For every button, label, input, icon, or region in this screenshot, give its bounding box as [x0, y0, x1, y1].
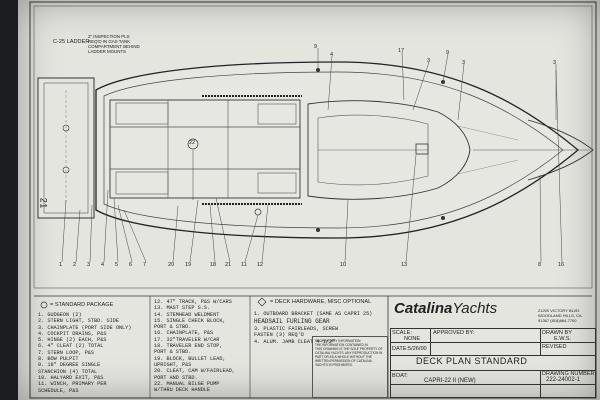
callout-b13: 13	[401, 262, 408, 268]
legend-standard: = STANDARD PACKAGE	[50, 302, 114, 308]
parts-1-1: 1. GUDGEON (2)	[38, 312, 82, 318]
parts-1-4: 4. COCKPIT DRAINS, P&S	[38, 330, 107, 337]
parts-2-14: 22. MANUAL BILGE PUMP	[154, 380, 220, 387]
parts-3-2: HEADSAIL FURLING GEAR	[254, 318, 330, 325]
callout-b6: 6	[129, 262, 133, 268]
scale-label: SCALE:	[392, 330, 412, 336]
parts-2-11: UPRIGHT, P&S	[154, 361, 192, 368]
callout-leaders	[61, 48, 563, 263]
parts-2-6: 16. CHAINPLATE, P&S	[154, 330, 214, 337]
parts-1-2: 2. STERN LIGHT, STBD. SIDE	[38, 318, 119, 325]
parts-2-12: 20. CLEAT, CAM W/FAIRLEAD,	[154, 368, 235, 375]
callout-3c: 3	[553, 60, 557, 66]
drawing-title: DECK PLAN STANDARD	[416, 356, 528, 366]
callout-b11: 11	[241, 262, 247, 268]
parts-2-3: 14. STEMHEAD WELDMENT	[154, 311, 220, 318]
callout-b5: 5	[115, 262, 119, 268]
approved-label: APPROVED BY:	[433, 330, 475, 336]
parts-1-11: 10. HALYARD EXIT, P&S	[38, 374, 104, 381]
callout-b4: 4	[101, 262, 105, 268]
callout-b19: 19	[185, 262, 192, 268]
parts-3-4: FASTEN (3) REQ'D	[254, 332, 304, 339]
callout-b7: 7	[143, 262, 147, 268]
bow-pulpit	[527, 119, 594, 181]
platform-inner	[43, 82, 89, 214]
callout-3b: 3	[462, 60, 466, 66]
parts-list-3: 1. OUTBOARD BRACKET (SAME AS CAPRI 25) H…	[254, 311, 372, 345]
callout-4: 4	[330, 52, 334, 58]
parts-1-13: SCHEDULE, P&S	[38, 387, 79, 394]
drawn-label: DRAWN BY	[542, 330, 572, 336]
brand-name: Catalina	[394, 300, 453, 317]
callout-9a: 9	[314, 44, 318, 50]
boat-label: BOAT:	[392, 373, 408, 379]
callout-b1: 1	[59, 262, 63, 268]
cabin-top	[307, 100, 471, 200]
sheet-number: 21	[38, 197, 49, 209]
drawn-value: E.W.S.	[554, 336, 572, 342]
parts-2-13: PORT AND STBD.	[154, 374, 198, 381]
scale-value: NONE	[404, 336, 421, 342]
revised-label: REVISED	[542, 344, 567, 350]
callout-b10: 10	[340, 262, 347, 268]
parts-3-3: 3. PLASTIC FAIRLEADS, SCREW	[254, 326, 339, 332]
parts-2-7: 17. 32"TRAVELER W/CAR	[154, 336, 220, 343]
callout-3a: 3	[427, 58, 431, 64]
title-grid	[390, 328, 596, 398]
parts-1-8: 8. BOW PULPIT	[38, 356, 79, 363]
parts-1-3: 3. CHAINPLATE (PORT SIDE ONLY)	[38, 324, 132, 331]
brand-logo: CatalinaYachts	[394, 300, 497, 317]
drawing-number-value: 222-24002-1	[546, 377, 581, 383]
parts-1-10: STANCHION (4) TOTAL	[38, 368, 98, 375]
deck-plan-drawing	[29, 1, 597, 399]
callout-b3: 3	[87, 262, 91, 268]
parts-2-8: 18. TRAVELER END STOP,	[154, 343, 223, 350]
title-block: CatalinaYachts 21200 VICTORY BLVD. WOODL…	[390, 298, 596, 398]
drawing-number-label: DRAWING NUMBER	[542, 371, 595, 377]
companionway	[317, 114, 429, 186]
parts-1-9: 9. 18" DEGREE SINGLE	[38, 362, 101, 369]
parts-list-1: 1. GUDGEON (2) 2. STERN LIGHT, STBD. SID…	[38, 312, 131, 394]
cockpit-sole	[109, 126, 301, 170]
mast-step	[415, 143, 429, 155]
parts-3-1: 1. OUTBOARD BRACKET (SAME AS CAPRI 25)	[254, 311, 373, 317]
boat-value: CAPRI-22 II (NEW)	[424, 378, 476, 384]
outer-border	[29, 1, 597, 399]
callout-22: 22	[189, 140, 196, 146]
callout-17: 17	[398, 48, 405, 54]
inspection-note: 2" INSPECTION PLS REQ'D IN GAS TANK COMP…	[88, 34, 140, 54]
parts-list-2: 12. 47" TRACK, P&S W/CARS 13. MAST STEP …	[154, 299, 235, 393]
proprietary-text: PROPRIETARY INFORMATION THE INFORMATION …	[315, 339, 383, 367]
date-value: 5/26/00	[408, 346, 427, 352]
callout-b18: 18	[210, 262, 217, 268]
callout-b12: 12	[257, 262, 264, 268]
callout-b21: 21	[225, 262, 232, 268]
parts-2-10: 19. BLOCK, BULLET LEAD,	[154, 355, 226, 362]
parts-1-12: 11. WINCH, PRIMARY PER	[38, 381, 107, 388]
parts-3-5: 4. ALUM. JAMB CLEAT 4-1/2"	[254, 338, 335, 345]
parts-2-1: 12. 47" TRACK, P&S W/CARS	[154, 299, 232, 305]
parts-1-6: 6. 4" CLEAT (2) TOTAL	[38, 343, 104, 350]
proprietary-box: PROPRIETARY INFORMATION THE INFORMATION …	[312, 336, 388, 398]
parts-2-2: 13. MAST STEP S.S.	[154, 305, 211, 312]
brand-suffix: Yachts	[452, 300, 498, 317]
callout-9b: 9	[446, 50, 450, 56]
legend-optional: = DECK HARDWARE, MISC OPTIONAL	[270, 299, 372, 305]
parts-2-4: 15. SINGLE CHECK BLOCK,	[154, 317, 226, 324]
inner-border	[33, 5, 593, 289]
parts-2-15: W/THRU DECK HANDLE	[154, 387, 211, 394]
parts-1-5: 5. HINGE (2) EACH, P&S	[38, 337, 107, 344]
parts-1-7: 7. STERN LOOP, P&S	[38, 349, 95, 356]
ladder-note: C-25 LADDER	[53, 39, 90, 45]
date-label: DATE:	[392, 346, 409, 352]
callout-b20: 20	[168, 262, 175, 268]
callout-b16: 16	[558, 262, 565, 268]
company-address: 21200 VICTORY BLVD. WOODLAND HILLS, CA. …	[538, 308, 583, 323]
drawing-sheet: C-25 LADDER 2" INSPECTION PLS REQ'D IN G…	[18, 0, 600, 400]
parts-2-5: PORT & STBD.	[154, 324, 192, 331]
callout-b2: 2	[73, 262, 77, 268]
parts-2-9: PORT & STBD.	[154, 349, 192, 356]
callout-b8: 8	[538, 262, 542, 268]
